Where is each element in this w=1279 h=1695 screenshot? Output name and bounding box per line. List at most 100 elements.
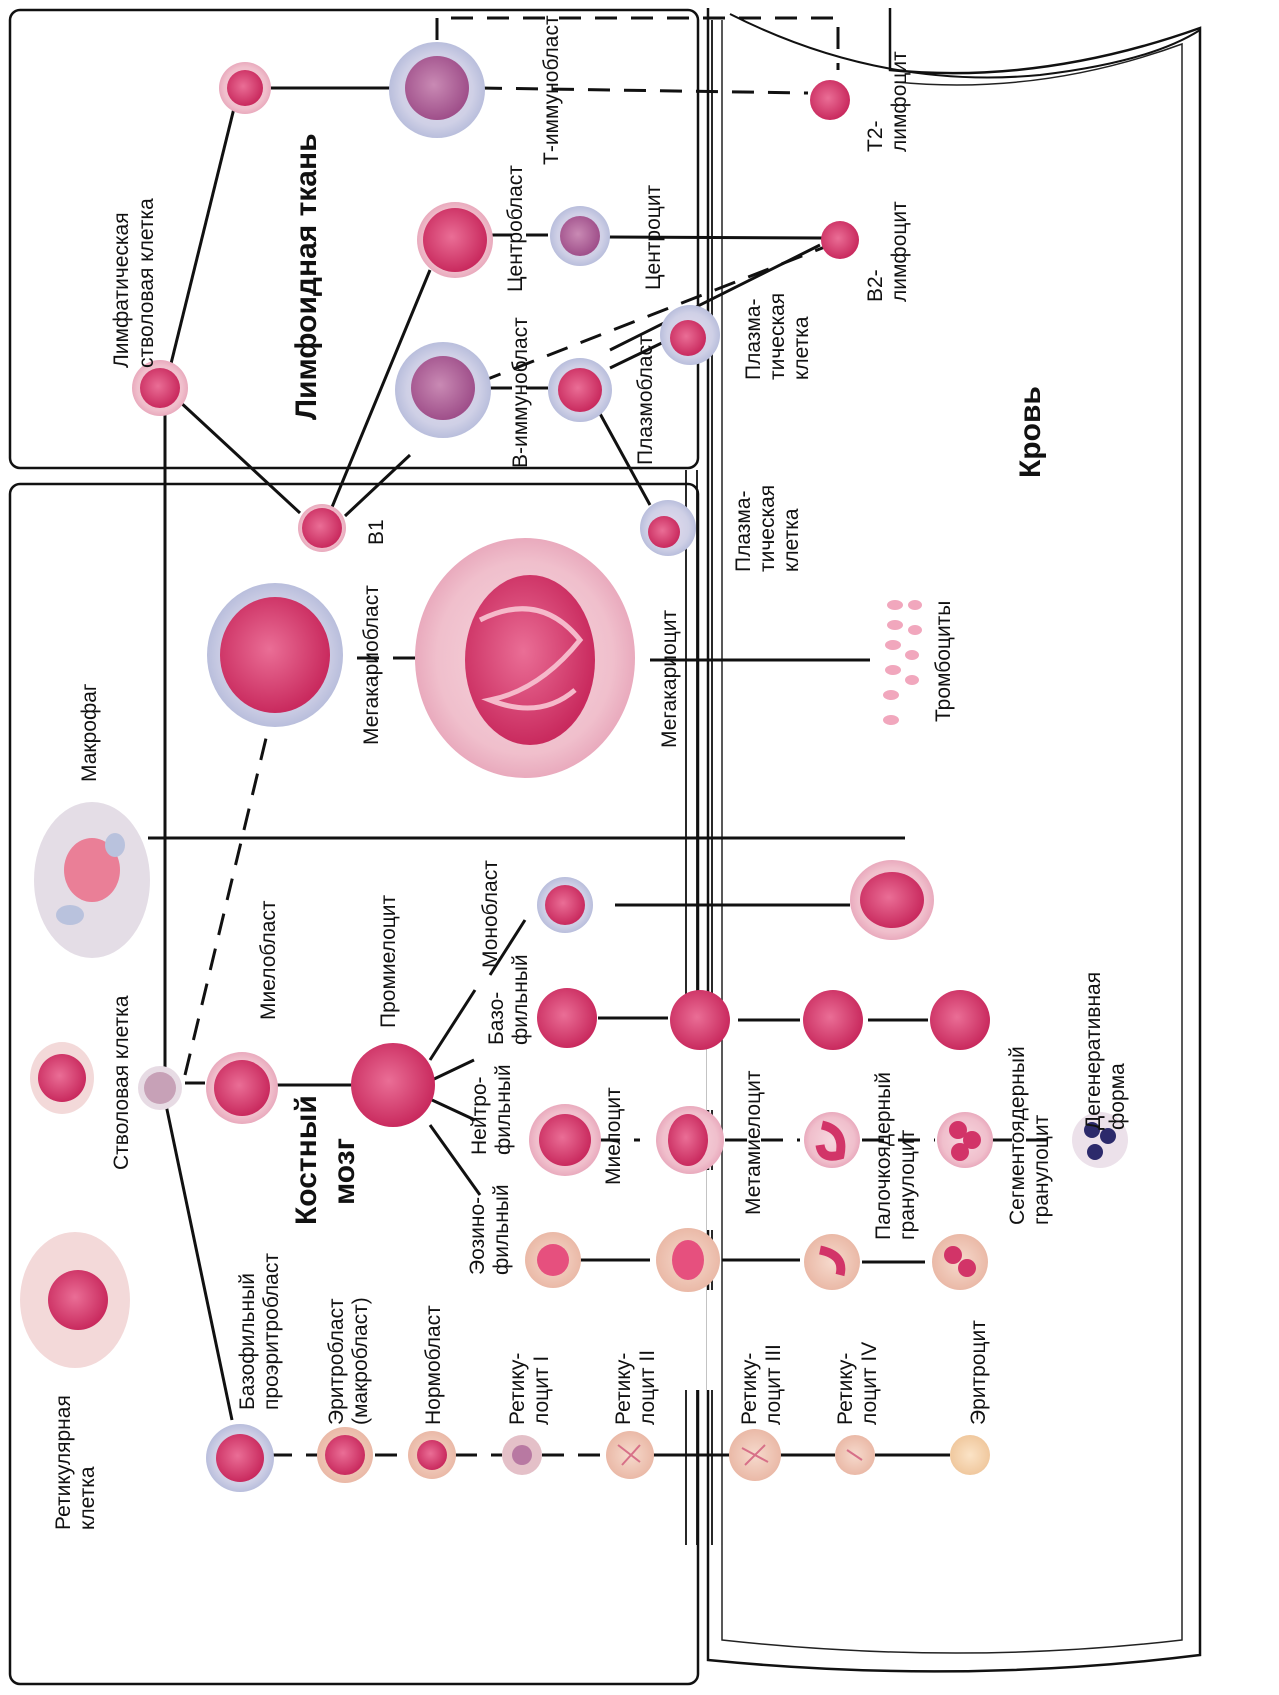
cell-eosino-seg xyxy=(932,1234,988,1290)
label-b-immunoblast: В-иммунобласт xyxy=(509,317,532,468)
label-retic1-2: лоцит I xyxy=(530,1356,553,1425)
label-erythroblast-2: (макробласт) xyxy=(349,1297,372,1425)
label-retic2-1: Ретику- xyxy=(612,1353,635,1425)
label-stem-cell: Стволовая клетка xyxy=(110,995,133,1170)
label-myelocyte: Миелоцит xyxy=(602,1087,625,1185)
label-eosino-1: Эозино- xyxy=(466,1197,489,1275)
cell-plasma-bottom xyxy=(640,500,696,556)
cell-t-immunoblast xyxy=(389,42,485,138)
cell-macrophage xyxy=(34,802,150,958)
label-t-immunoblast: Т-иммунобласт xyxy=(540,15,563,165)
cell-neutro-myelocyte xyxy=(529,1104,601,1176)
label-plasma-bot-2: тическая xyxy=(756,485,779,572)
label-baso-proerythro-2: проэритробласт xyxy=(260,1253,283,1410)
cell-thrombocytes xyxy=(883,600,922,725)
cell-baso-seg xyxy=(930,990,990,1050)
label-segmented-1: Сегментоядерный xyxy=(1006,1046,1029,1225)
cell-reticulocyte-4 xyxy=(835,1435,875,1475)
cell-reticulocyte-2 xyxy=(606,1431,654,1479)
cell-promyelocyte xyxy=(351,1043,435,1127)
label-plasma-bot-3: клетка xyxy=(780,508,803,572)
cell-megakaryocyte xyxy=(415,538,635,778)
label-reticular-1: Ретикулярная xyxy=(52,1395,75,1530)
blood-vessel-top-curve xyxy=(730,14,1200,77)
region-blood-label: Кровь xyxy=(1014,386,1047,478)
cell-eosino-meta xyxy=(656,1228,720,1292)
label-b2-2: лимфоцит xyxy=(888,201,911,302)
cell-reticular-top xyxy=(30,1042,94,1114)
label-megakaryocyte: Мегакариоцит xyxy=(658,610,681,748)
cell-reticular-bottom xyxy=(20,1232,130,1368)
label-promyelocyte: Промиелоцит xyxy=(377,894,400,1028)
cell-baso-band xyxy=(803,990,863,1050)
label-baso-2: фильный xyxy=(509,954,532,1045)
cell-eosino-myelocyte xyxy=(525,1232,581,1288)
cell-monoblast xyxy=(537,877,593,933)
label-plasma-bot-1: Плазма- xyxy=(732,490,755,572)
label-reticular-2: клетка xyxy=(76,1466,99,1530)
cell-erythrocyte xyxy=(950,1435,990,1475)
label-neutro-2: фильный xyxy=(492,1064,515,1155)
cell-monocyte-blood xyxy=(850,860,934,940)
label-lymph-stem-1: Лимфатическая xyxy=(110,212,133,368)
label-erythroblast-1: Эритробласт xyxy=(325,1298,348,1425)
label-metamyelocyte: Метамиелоцит xyxy=(742,1070,765,1215)
cell-t2-lymphocyte xyxy=(810,80,850,120)
cell-plasmoblast xyxy=(548,358,612,422)
label-b2-1: В2- xyxy=(864,269,887,302)
label-degen-2: форма xyxy=(1106,1063,1129,1130)
cell-normoblast xyxy=(408,1431,456,1479)
label-t2-2: лимфоцит xyxy=(888,51,911,152)
label-retic1-1: Ретику- xyxy=(506,1353,529,1425)
cell-centrocyte xyxy=(550,206,610,266)
cell-eosino-band xyxy=(804,1234,860,1290)
label-retic2-2: лоцит II xyxy=(636,1350,659,1425)
label-retic4-2: лоцит IV xyxy=(858,1342,881,1425)
cell-megakaryoblast xyxy=(207,583,343,727)
label-plasma-top-3: клетка xyxy=(790,316,813,380)
label-segmented-2: гранулоцит xyxy=(1030,1114,1053,1225)
region-marrow-label-2: мозг xyxy=(328,1138,361,1205)
cell-myeloblast xyxy=(206,1052,278,1124)
cell-baso-myelocyte xyxy=(537,988,597,1048)
region-marrow-label-1: Костный xyxy=(290,1095,323,1225)
label-plasmoblast: Плазмобласт xyxy=(634,335,657,465)
label-myeloblast: Миелобласт xyxy=(257,900,280,1020)
cell-baso-meta xyxy=(670,990,730,1050)
label-band-1: Палочкоядерный xyxy=(872,1072,895,1240)
label-retic3-1: Ретику- xyxy=(738,1353,761,1425)
cell-baso-proerythroblast xyxy=(206,1424,274,1492)
label-baso-1: Базо- xyxy=(485,992,508,1045)
label-centroblast: Центробласт xyxy=(504,165,527,292)
label-band-2: гранулоцит xyxy=(896,1129,919,1240)
cell-b1 xyxy=(298,504,346,552)
cell-neutro-band xyxy=(804,1112,860,1168)
label-baso-proerythro-1: Базофильный xyxy=(236,1273,259,1410)
cell-neutro-meta xyxy=(656,1106,724,1174)
cell-centroblast xyxy=(417,202,493,278)
cell-lymph-stem-top xyxy=(219,62,271,114)
label-plasma-top-2: тическая xyxy=(766,293,789,380)
label-monoblast: Монобласт xyxy=(479,860,502,968)
cell-b2-lymphocyte xyxy=(821,221,859,259)
cell-stem xyxy=(138,1066,182,1110)
label-neutro-1: Нейтро- xyxy=(468,1076,491,1155)
label-retic4-1: Ретику- xyxy=(834,1353,857,1425)
label-plasma-top-1: Плазма- xyxy=(742,298,765,380)
label-t2-1: Т2- xyxy=(864,120,887,152)
label-degen-1: Дегенеративная xyxy=(1082,972,1105,1130)
label-centrocyte: Центроцит xyxy=(642,184,665,290)
label-eosino-2: фильный xyxy=(490,1184,513,1275)
cell-reticulocyte-1 xyxy=(502,1435,542,1475)
label-megakaryoblast: Мегакариобласт xyxy=(360,585,383,745)
cell-b-immunoblast xyxy=(395,342,491,438)
label-erythrocyte: Эритроцит xyxy=(967,1320,990,1425)
cell-neutro-seg xyxy=(937,1112,993,1168)
label-macrophage: Макрофаг xyxy=(78,683,101,782)
label-b1: В1 xyxy=(365,519,388,545)
cell-erythroblast xyxy=(317,1427,373,1483)
label-thrombocytes: Тромбоциты xyxy=(932,601,955,722)
cells xyxy=(20,42,1128,1492)
